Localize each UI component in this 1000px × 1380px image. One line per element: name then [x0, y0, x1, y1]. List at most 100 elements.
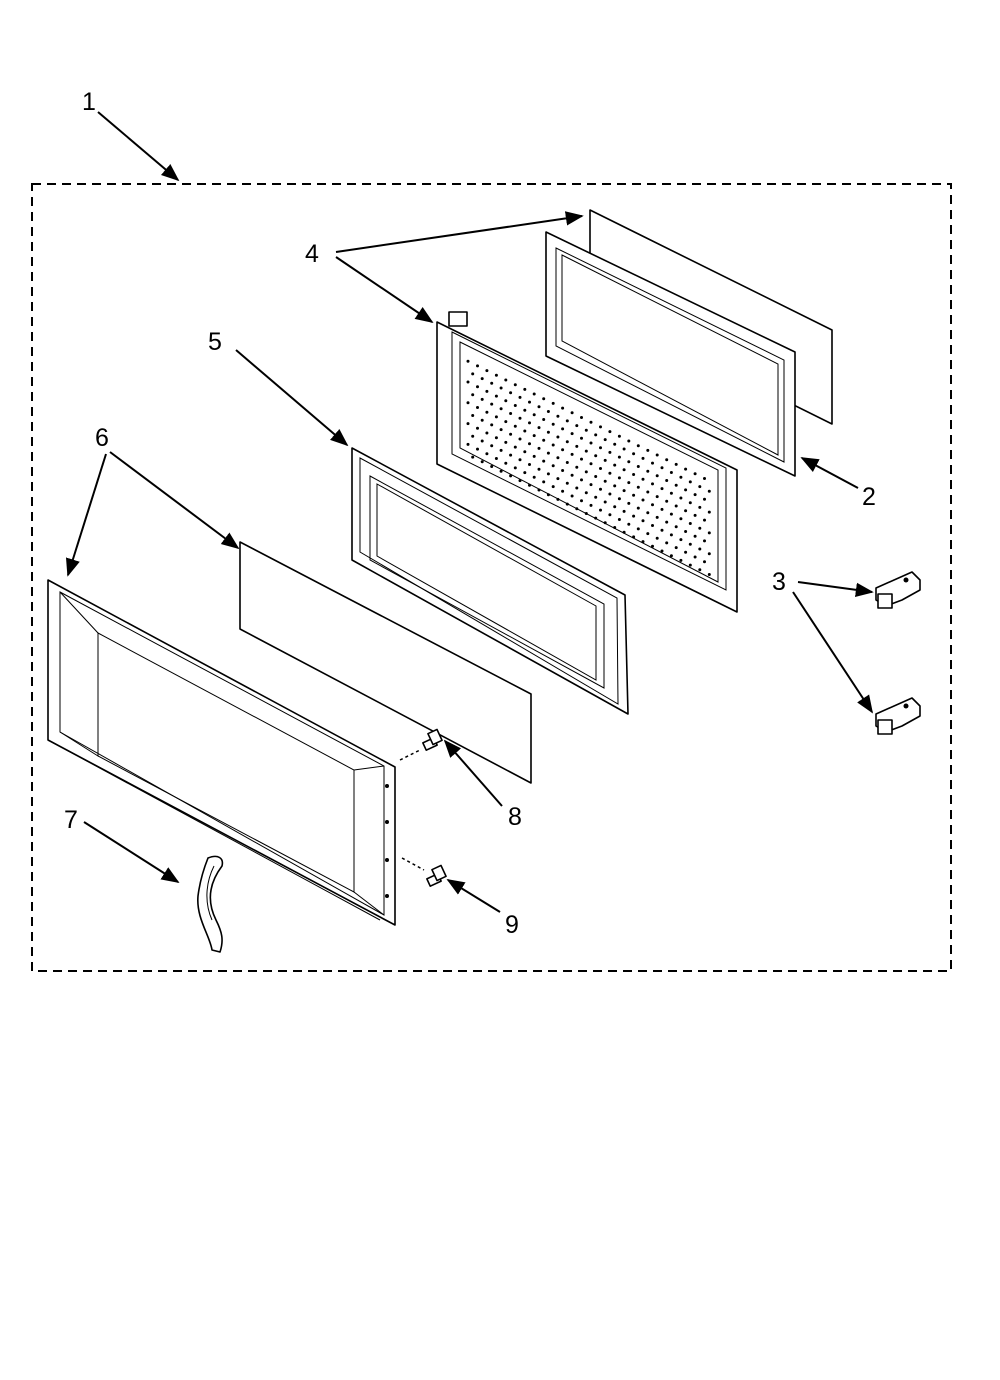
perforation-dot — [651, 524, 654, 527]
perforation-dot — [494, 415, 498, 419]
perforation-dot — [632, 535, 636, 539]
perforation-dot — [490, 465, 494, 468]
perforation-dot — [494, 394, 498, 398]
perforation-dot — [589, 441, 593, 445]
perforation-dot — [665, 520, 669, 524]
perforation-dot — [494, 373, 498, 377]
perforation-dot — [632, 452, 636, 456]
perforation-dot — [476, 447, 479, 451]
perforation-dot — [494, 436, 498, 440]
perforation-dot — [504, 461, 508, 465]
part-outer-door-frame — [47, 579, 396, 926]
perforation-dot — [617, 434, 621, 438]
perforation-dot — [599, 446, 602, 450]
perforation-dot — [480, 439, 484, 443]
perforation-dot — [551, 443, 555, 447]
perforation-dot — [693, 513, 697, 517]
perforation-pattern — [466, 359, 711, 576]
perforation-dot — [655, 453, 659, 457]
perforation-dot — [679, 496, 683, 500]
part-screw-lower — [401, 857, 447, 887]
perforation-dot — [613, 442, 617, 446]
part-door-choke-frame — [351, 447, 629, 715]
perforation-dot — [707, 510, 711, 514]
perforation-dot — [646, 511, 650, 515]
perforation-dot — [688, 522, 692, 525]
perforation-dot — [471, 414, 475, 417]
perforation-dot — [688, 542, 692, 546]
perforation-dot — [665, 499, 669, 503]
perforation-dot — [589, 483, 593, 487]
part-screw-upper — [399, 728, 443, 761]
part-perforated-door-panel — [436, 311, 738, 613]
perforation-dot — [703, 518, 706, 522]
perforation-dot — [594, 475, 598, 478]
perforation-dot — [466, 422, 470, 426]
perforation-dot — [669, 491, 673, 495]
perforation-dot — [698, 568, 702, 572]
perforation-dot — [707, 489, 711, 493]
perforation-dot — [565, 461, 569, 464]
callout-5: 5 — [208, 328, 222, 356]
perforation-dot — [532, 454, 536, 458]
perforation-dot — [632, 473, 636, 476]
perforation-dot — [490, 402, 494, 406]
perforation-dot — [684, 467, 688, 471]
perforation-dot — [537, 426, 541, 430]
perforation-dot — [627, 501, 631, 505]
perforation-dot — [532, 392, 536, 396]
perforation-dot — [636, 506, 640, 510]
perforation-dot — [565, 502, 569, 506]
perforation-dot — [622, 530, 626, 534]
perforation-dot — [471, 434, 475, 438]
perforation-dot — [542, 438, 546, 442]
callout-2: 2 — [862, 483, 876, 511]
perforation-dot — [594, 433, 598, 437]
perforation-dot — [693, 534, 697, 538]
part-inner-frame — [545, 231, 796, 477]
perforation-dot — [542, 397, 546, 401]
perforation-dot — [494, 457, 498, 460]
perforation-dot — [655, 515, 659, 519]
perforation-dot — [480, 377, 484, 381]
perforation-dot — [580, 416, 583, 419]
perforation-dot — [528, 442, 531, 446]
perforation-dot — [674, 525, 678, 529]
perforation-dot — [679, 558, 683, 562]
perforation-dot — [636, 485, 640, 489]
perforation-dot — [518, 416, 522, 420]
perforation-dot — [703, 539, 706, 543]
part-latch-lower — [875, 697, 921, 735]
perforation-dot — [584, 428, 588, 432]
perforation-dot — [617, 455, 621, 459]
perforation-dot — [570, 411, 574, 415]
perforation-dot — [556, 497, 560, 501]
perforation-dot — [669, 554, 673, 558]
perforation-dot — [551, 485, 555, 489]
part-door-handle — [197, 855, 224, 953]
perforation-dot — [580, 436, 583, 440]
perforation-dot — [518, 395, 522, 399]
perforation-dot — [518, 437, 522, 441]
perforation-dot — [641, 498, 645, 502]
perforation-dot — [613, 505, 617, 509]
perforation-dot — [617, 518, 621, 521]
perforation-dot — [570, 473, 574, 477]
perforation-dot — [608, 492, 612, 496]
perforation-dot — [679, 475, 683, 479]
perforation-dot — [532, 434, 536, 438]
perforation-dot — [707, 552, 711, 556]
perforation-dot — [679, 538, 683, 542]
perforation-dot — [466, 359, 470, 363]
perforation-dot — [532, 413, 536, 417]
perforation-dot — [669, 471, 673, 474]
perforation-dot — [546, 430, 550, 434]
perforation-dot — [651, 544, 654, 548]
perforation-dot — [575, 424, 579, 428]
perforation-dot — [504, 440, 508, 444]
perforation-dot — [565, 440, 569, 444]
perforation-dot — [513, 383, 517, 387]
perforation-dot — [556, 456, 560, 460]
perforation-dot — [603, 500, 607, 504]
